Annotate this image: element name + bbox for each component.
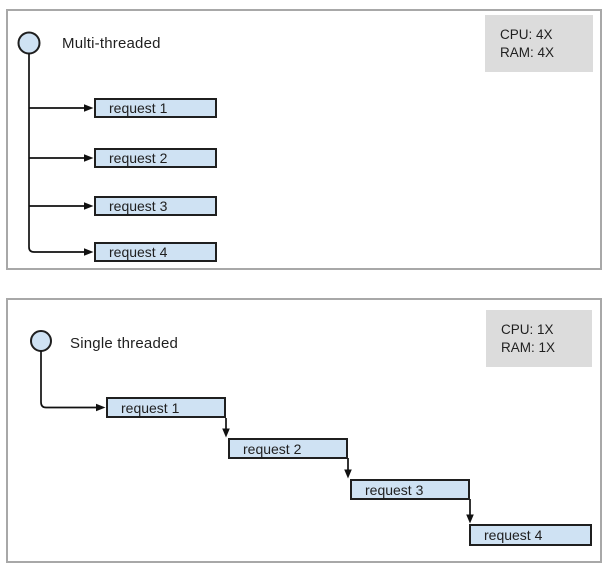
cpu-stat: CPU: 4X (500, 26, 553, 42)
request-label: request 4 (109, 244, 168, 260)
request-box: request 2 (94, 148, 217, 168)
request-label: request 4 (484, 527, 543, 543)
single-threaded-panel (6, 298, 602, 563)
request-box: request 4 (94, 242, 217, 262)
request-box: request 3 (350, 479, 470, 500)
request-box: request 4 (469, 524, 592, 546)
panel-title: Multi-threaded (62, 35, 161, 52)
request-box: request 2 (228, 438, 348, 459)
ram-stat: RAM: 1X (501, 339, 556, 355)
request-box: request 1 (94, 98, 217, 118)
multi-threaded-panel (6, 9, 602, 270)
request-box: request 1 (106, 397, 226, 418)
request-box: request 3 (94, 196, 217, 216)
request-label: request 1 (109, 100, 168, 116)
cpu-stat: CPU: 1X (501, 321, 554, 337)
request-label: request 3 (365, 481, 424, 498)
stats-box: CPU: 1X RAM: 1X (486, 310, 592, 367)
panel-title: Single threaded (70, 335, 179, 352)
request-label: request 1 (121, 399, 180, 416)
stats-box: CPU: 4X RAM: 4X (485, 15, 593, 72)
request-label: request 2 (243, 440, 302, 457)
request-label: request 3 (109, 198, 168, 214)
request-label: request 2 (109, 150, 168, 166)
ram-stat: RAM: 4X (500, 44, 555, 60)
